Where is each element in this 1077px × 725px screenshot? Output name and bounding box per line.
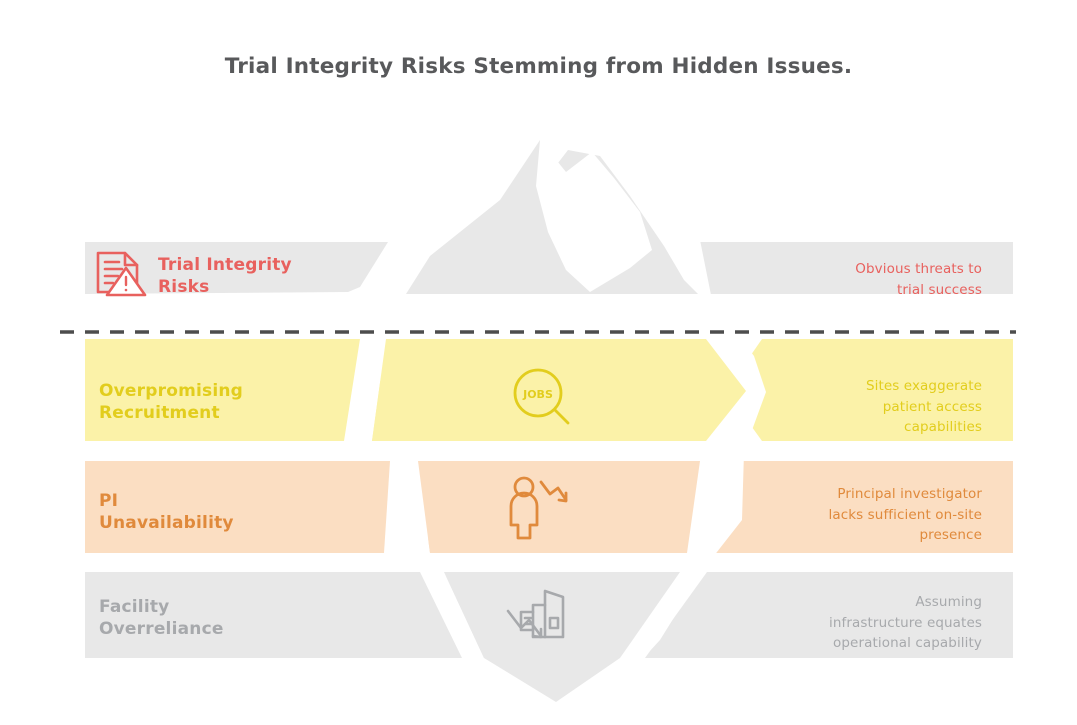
row-description-facility-overreliance: Assuming infrastructure equates operatio… (829, 594, 982, 652)
factory-down-arrow-icon (506, 589, 565, 639)
band-trial-integrity-risks[interactable] (85, 242, 1013, 294)
row-label-overpromising-recruitment: Overpromising Recruitment (99, 381, 244, 423)
row-label-trial-integrity-risks: Trial Integrity Risks (158, 255, 292, 297)
person-down-arrow-icon (509, 476, 568, 540)
iceberg-peak-facet (536, 140, 652, 292)
page-title: Trial Integrity Risks Stemming from Hidd… (224, 54, 853, 79)
row-label-facility-overreliance: Facility Overreliance (99, 597, 224, 639)
row-description-overpromising-recruitment: Sites exaggerate patient access capabili… (865, 378, 982, 436)
row-description-trial-integrity-risks: Obvious threats to trial success (855, 261, 982, 298)
magnifier-jobs-icon: JOBS (513, 368, 570, 425)
row-description-pi-unavailability: Principal investigator lacks sufficient … (828, 486, 982, 544)
document-warning-icon (96, 251, 147, 297)
magnifier-icon-label: JOBS (522, 388, 553, 401)
row-label-pi-unavailability: PI Unavailability (99, 491, 234, 533)
iceberg-tip (484, 658, 620, 702)
